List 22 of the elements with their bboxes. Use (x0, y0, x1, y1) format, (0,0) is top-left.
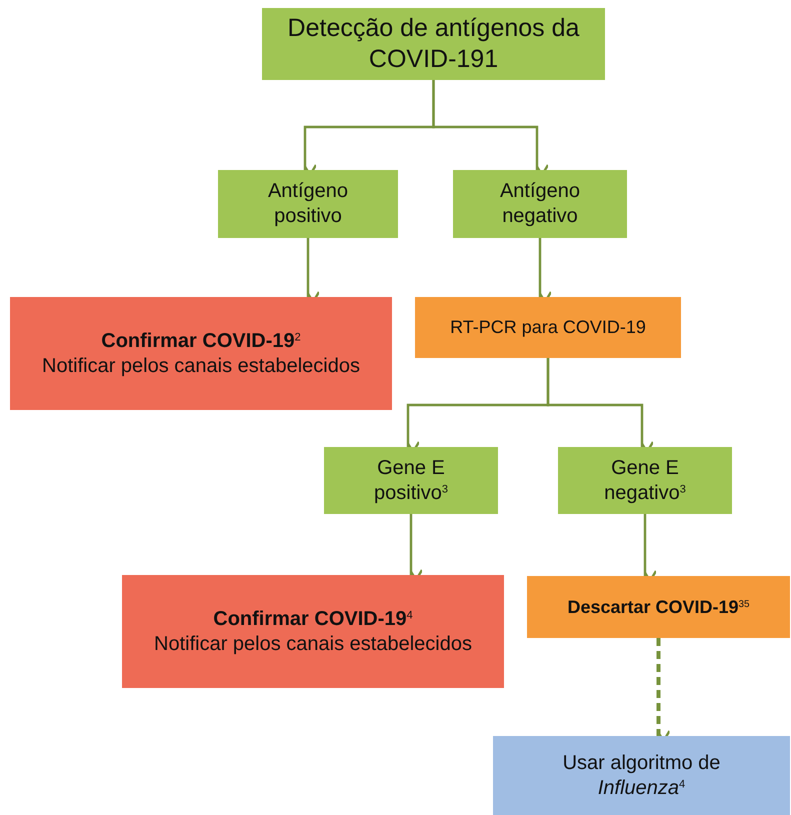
process-box (415, 297, 681, 358)
process-box (324, 447, 498, 514)
box-heading: Detecção de antígenos da COVID-191 (286, 12, 580, 75)
process-box (218, 170, 398, 238)
box-heading: Antígeno positivo (266, 179, 350, 229)
process-box (10, 297, 392, 410)
box-heading: Gene E positivo$^{3}$ (373, 456, 449, 506)
box-text: Notificar pelos canais estabelecidos (42, 354, 360, 378)
process-box (122, 575, 504, 688)
box-heading: Antígeno negativo (498, 179, 582, 229)
process-box (527, 576, 790, 638)
box-heading: Usar algoritmo de Influenza$^{4}$ (562, 750, 722, 800)
process-box (493, 736, 790, 815)
box-heading: Descartar COVID-19$^{35}$ (567, 596, 750, 618)
box-heading: Confirmar COVID-19$^{2}$ (101, 328, 301, 354)
box-text: Notificar pelos canais estabelecidos (154, 632, 472, 656)
box-heading: RT-PCR para COVID-19 (450, 316, 646, 339)
box-heading: Confirmar COVID-19$^{4}$ (213, 606, 413, 632)
process-box (558, 447, 732, 514)
process-box (262, 8, 605, 80)
process-box (453, 170, 627, 238)
box-heading: Gene E negativo$^{3}$ (603, 456, 687, 506)
